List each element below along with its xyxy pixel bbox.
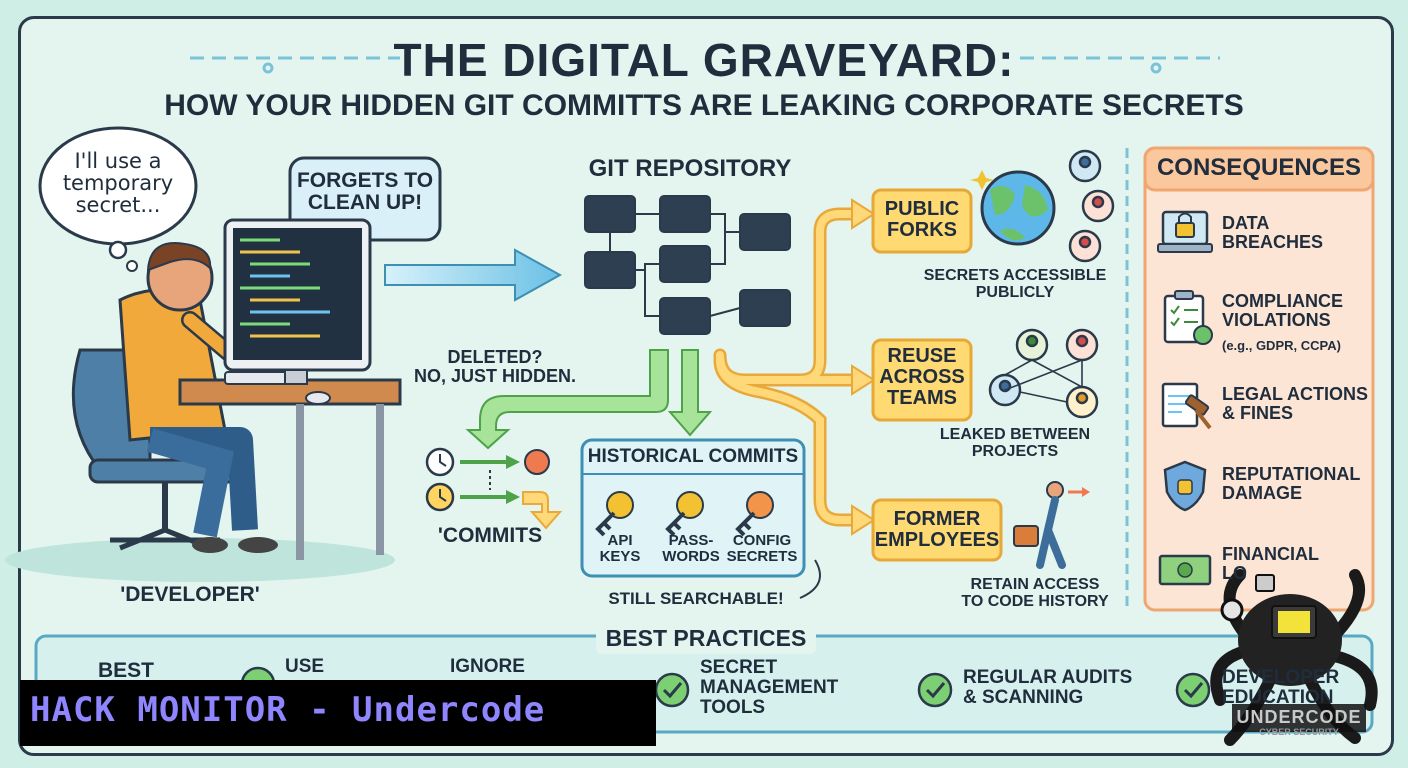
repository-label: GIT REPOSITORY <box>588 155 792 182</box>
path-former-employees-caption: RETAIN ACCESS TO CODE HISTORY <box>961 576 1109 610</box>
still-searchable-note: STILL SEARCHABLE! <box>608 589 784 608</box>
thought-bubble <box>38 126 198 272</box>
gavel-icon <box>1161 382 1212 430</box>
repo-commit-graph <box>584 195 791 335</box>
walking-person-icon <box>1013 481 1090 569</box>
path-boxes <box>871 188 1003 562</box>
commit-timeline <box>425 447 563 530</box>
laptop-lock-icon <box>1157 210 1213 253</box>
path-reuse-teams: REUSE ACROSS TEAMS <box>879 345 965 409</box>
practice-secret-management: SECRET MANAGEMENT TOOLS <box>700 657 839 718</box>
practice-best: BEST <box>98 659 155 682</box>
hack-monitor-text: HACK MONITOR - Undercode <box>30 690 546 730</box>
practice-developer-education: DEVELOPER EDUCATION <box>1222 667 1340 708</box>
developer-illustration <box>5 218 402 582</box>
flow-arrow-deleted <box>465 349 713 450</box>
flow-arrow-to-repo <box>384 248 563 302</box>
historical-commits-title: HISTORICAL COMMITS <box>587 446 799 467</box>
key-label-api: API KEYS <box>599 532 641 565</box>
consequence-legal: LEGAL ACTIONS & FINES <box>1222 384 1369 423</box>
page-title: THE DIGITAL GRAVEYARD: <box>393 34 1015 86</box>
path-public-forks: PUBLIC FORKS <box>884 198 960 241</box>
consequences-title: CONSEQUENCES <box>1156 154 1362 181</box>
developer-label: 'DEVELOPER' <box>120 583 260 606</box>
key-label-config: CONFIG SECRETS <box>726 532 798 565</box>
best-practices-title: BEST PRACTICES <box>605 625 807 651</box>
title-decoration <box>190 56 1220 74</box>
consequence-financial: FINANCIAL LO <box>1222 544 1319 583</box>
consequence-reputational: REPUTATIONAL DAMAGE <box>1222 464 1361 503</box>
path-former-employees: FORMER EMPLOYEES <box>874 508 1000 551</box>
deleted-note: DELETED? NO, JUST HIDDEN. <box>413 347 577 386</box>
key-icons <box>595 491 774 537</box>
practice-use: USE <box>285 656 325 677</box>
developer-callout: FORGETS TO CLEAN UP! <box>296 169 434 215</box>
consequence-compliance-note: (e.g., GDPR, CCPA) <box>1222 338 1341 353</box>
flow-arrows-paths-fill <box>716 210 859 524</box>
undercode-mascot-logo <box>1210 569 1378 746</box>
developer-thought: I'll use a temporary secret... <box>62 149 174 218</box>
watermark-tag: CYBER SECURITY <box>1259 727 1339 737</box>
key-label-passwords: PASS- WORDS <box>662 532 720 565</box>
consequence-data-breaches: DATA BREACHES <box>1222 213 1324 252</box>
people-icons <box>988 149 1115 419</box>
shield-thumb-icon <box>1163 460 1207 512</box>
money-icon <box>1158 554 1212 586</box>
consequence-compliance: COMPLIANCE VIOLATIONS <box>1222 291 1343 330</box>
globe-icon <box>970 170 1056 246</box>
hack-monitor-banner: HACK MONITOR - Undercode <box>20 680 656 746</box>
commits-label: 'COMMITS <box>437 524 543 547</box>
path-reuse-teams-caption: LEAKED BETWEEN PROJECTS <box>939 426 1091 460</box>
watermark-brand: UNDERCODE <box>1236 707 1362 727</box>
path-public-forks-caption: SECRETS ACCESSIBLE PUBLICLY <box>923 267 1107 301</box>
page-subtitle: HOW YOUR HIDDEN GIT COMMITTS ARE LEAKING… <box>164 89 1244 122</box>
practice-ignore: IGNORE <box>450 656 525 677</box>
clipboard-check-icon <box>1163 290 1213 345</box>
practice-regular-audits: REGULAR AUDITS & SCANNING <box>963 667 1133 708</box>
searchable-arrow <box>799 559 821 599</box>
